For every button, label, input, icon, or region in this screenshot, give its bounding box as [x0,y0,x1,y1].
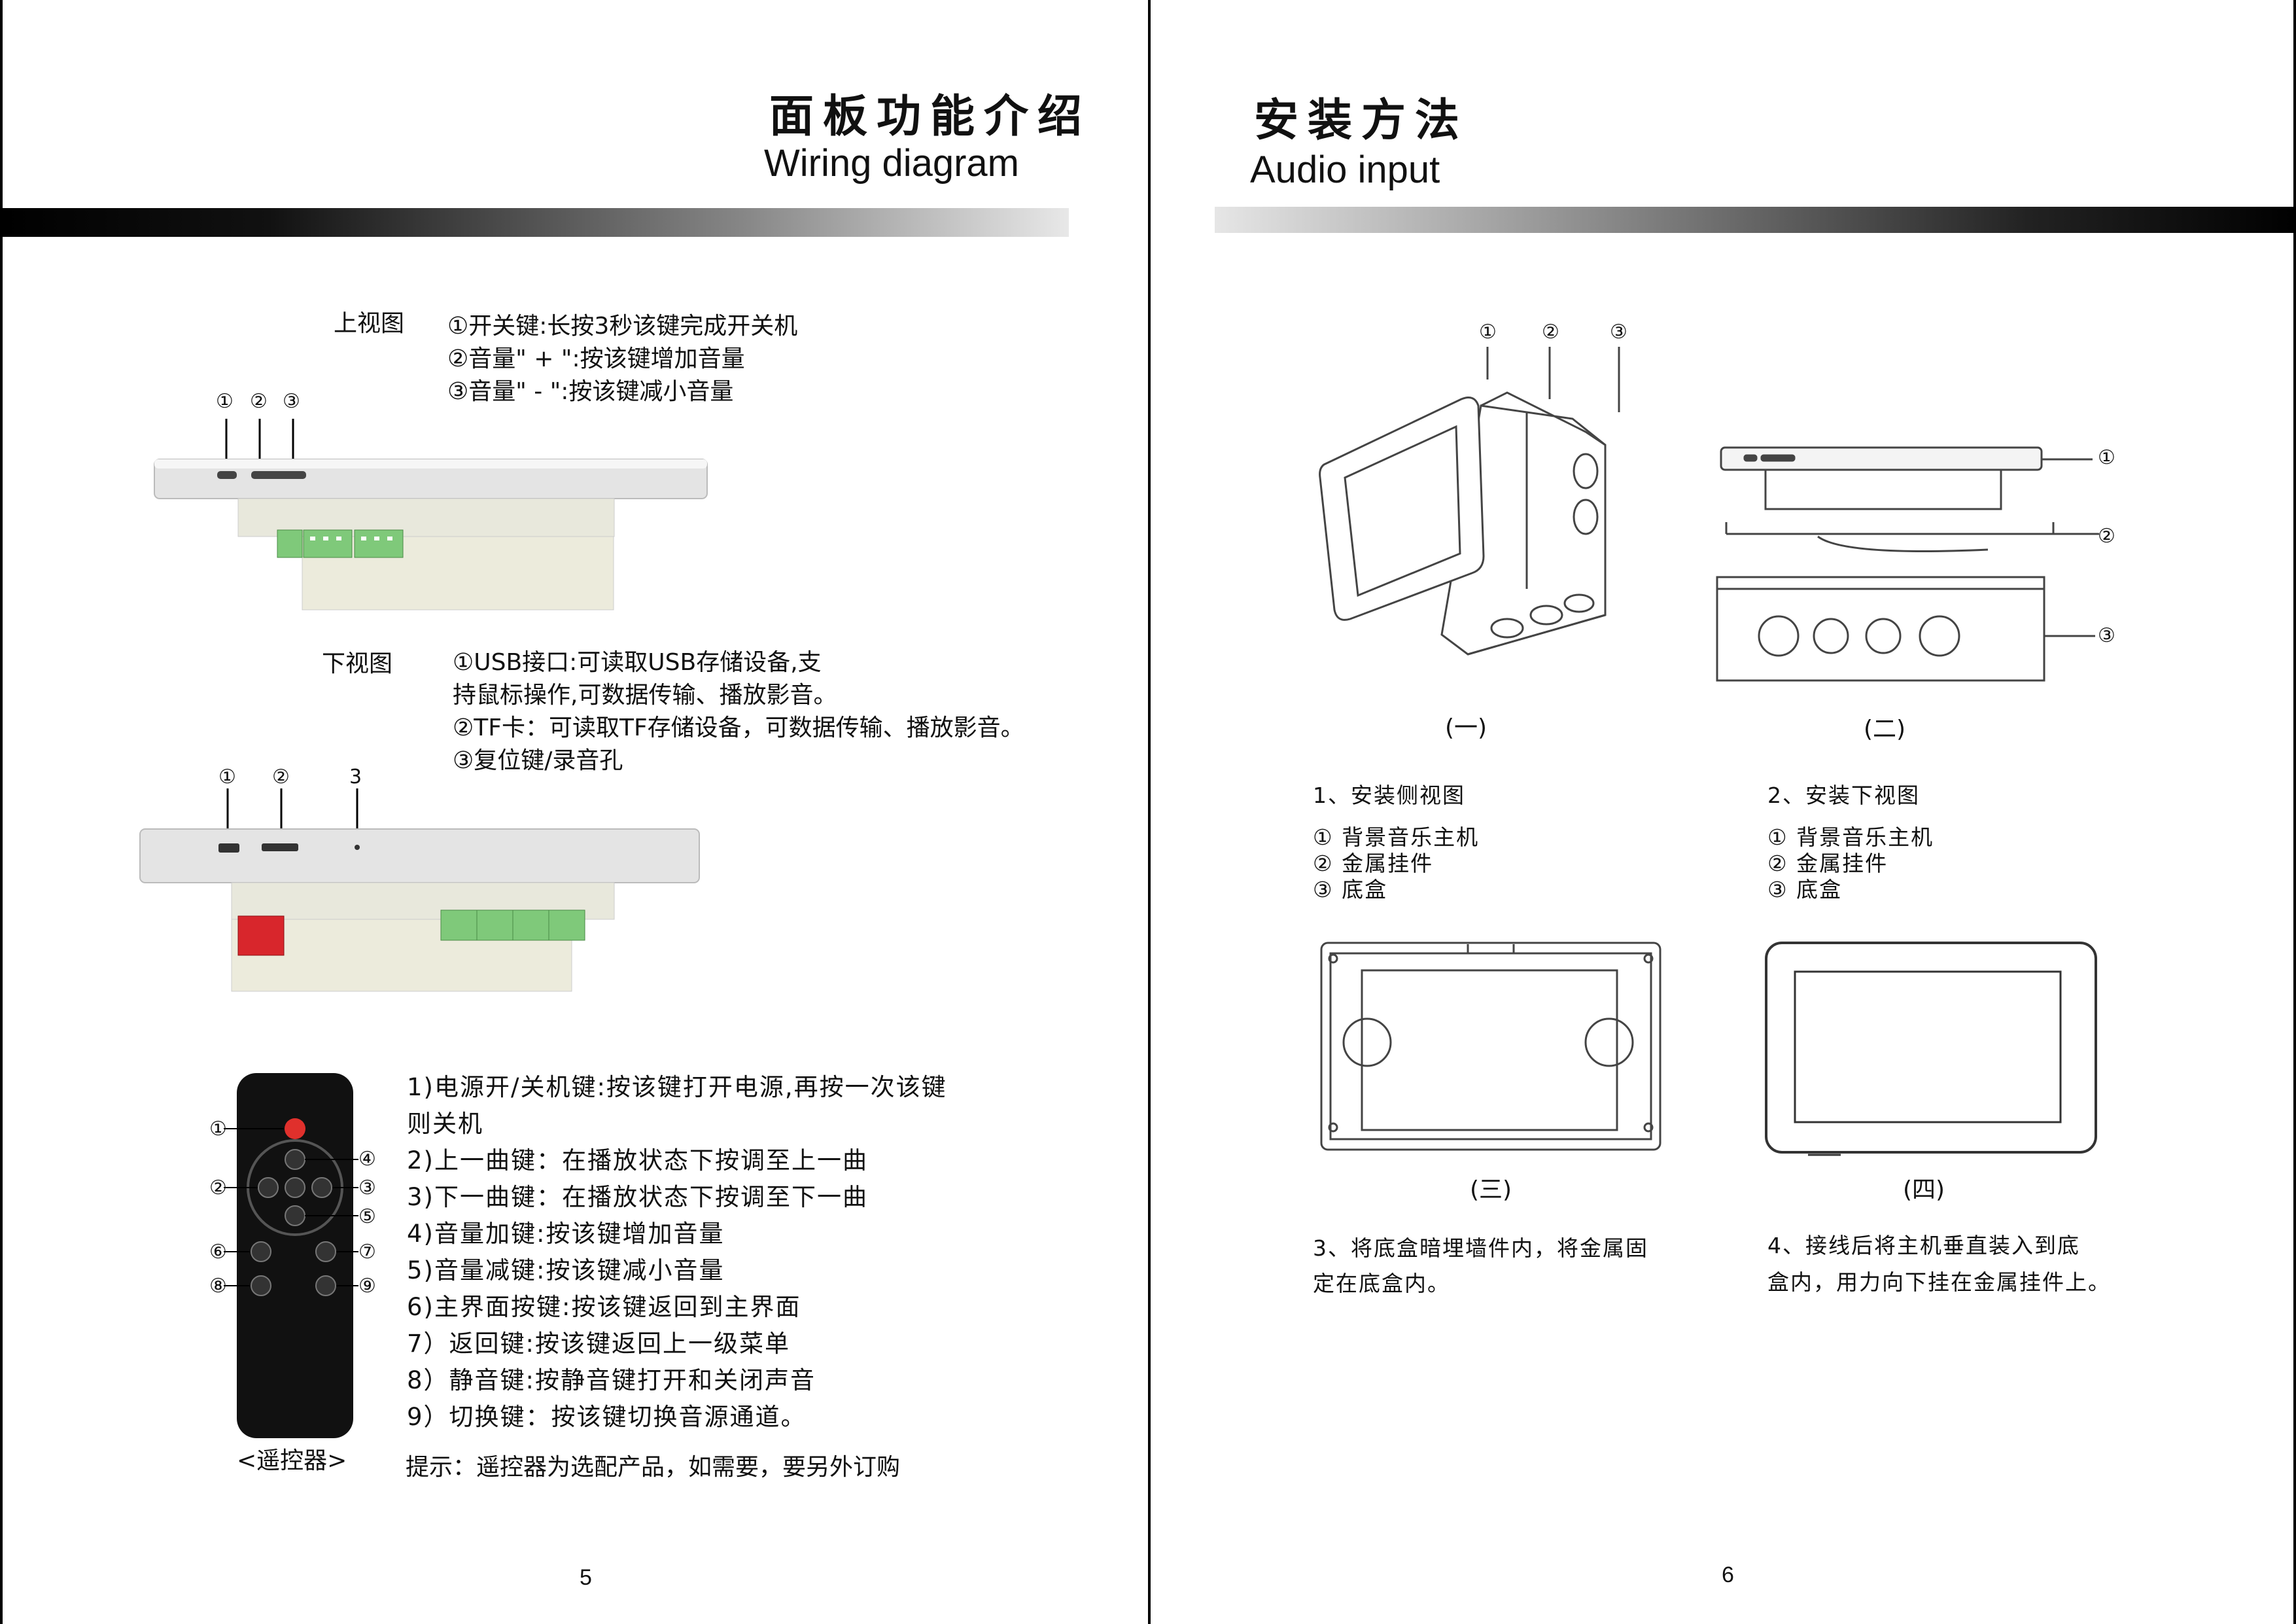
fig2-illustration [1716,446,2099,682]
right-title-cn: 安装方法 [1254,95,1469,147]
fig2-item-1: ① 背景音乐主机 [1767,824,1934,850]
remote-callout-1: ① [209,1118,227,1140]
fig4-caption: (四) [1903,1176,1945,1203]
remote-line-4: 3)下一曲键：在播放状态下按调至下一曲 [407,1183,868,1211]
remote-line-3: 2)上一曲键：在播放状态下按调至上一曲 [407,1146,868,1174]
fig2-callout-3: ③ [2098,624,2115,647]
fig3-line-2: 定在底盒内。 [1313,1271,1450,1296]
bottom-view-line-2: 持鼠标操作,可数据传输、播放影音。 [453,682,837,709]
fig1-callout-1: ① [1479,321,1497,344]
fig4-line-1: 4、接线后将主机垂直装入到底 [1767,1233,2080,1258]
fig2-heading: 2、安装下视图 [1767,783,1920,808]
fig4-line-2: 盒内，用力向下挂在金属挂件上。 [1767,1269,2111,1295]
fig1-illustration [1319,347,1620,656]
bottom-view-line-1: ①USB接口:可读取USB存储设备,支 [453,649,822,676]
remote-line-8: 7）返回键:按该键返回上一级菜单 [407,1330,791,1358]
remote-illustration [224,1073,358,1438]
top-callout-2: ② [250,390,268,413]
fig1-callout-3: ③ [1610,321,1627,344]
left-header-bar [3,208,1069,237]
bottom-view-label: 下视图 [322,650,393,677]
fig3-line-1: 3、将底盒暗埋墙件内，将金属固 [1313,1235,1648,1261]
fig1-item-1: ① 背景音乐主机 [1313,824,1480,850]
top-view-label: 上视图 [334,310,405,337]
remote-callout-4: ④ [358,1148,376,1171]
bottom-view-line-3: ②TF卡：可读取TF存储设备，可数据传输、播放影音。 [453,715,1024,741]
remote-callout-5: ⑤ [358,1205,376,1228]
bottom-view-illustration [139,788,700,992]
bottom-view-line-4: ③复位键/录音孔 [453,747,623,774]
fig3-illustration [1320,942,1661,1151]
remote-callout-8: ⑧ [209,1275,227,1297]
remote-line-7: 6)主界面按键:按该键返回到主界面 [407,1293,801,1321]
remote-callout-7: ⑦ [358,1241,376,1263]
remote-line-1: 1)电源开/关机键:按该键打开电源,再按一次该键 [407,1073,947,1101]
remote-callout-9: ⑨ [358,1275,376,1297]
fig2-callout-2: ② [2098,525,2115,548]
top-view-line-2: ②音量" + ":按该键增加音量 [447,345,745,372]
fig2-item-3: ③ 底盒 [1767,877,1843,902]
bottom-callout-3: 3 [349,766,362,788]
fig1-caption: (一) [1445,715,1487,741]
bottom-callout-1: ① [218,766,236,788]
top-view-line-1: ①开关键:长按3秒该键完成开关机 [447,313,798,340]
page-number-right: 6 [1722,1562,1734,1587]
fig1-item-3: ③ 底盒 [1313,877,1388,902]
remote-line-2: 则关机 [407,1110,483,1138]
remote-line-5: 4)音量加键:按该键增加音量 [407,1220,725,1248]
right-header-bar [1215,207,2296,233]
left-page: 面板功能介绍 Wiring diagram 上视图 ①开关键:长按3秒该键完成开… [0,0,1092,1624]
right-title-en: Audio input [1250,149,1440,191]
fig3-caption: (三) [1470,1176,1512,1203]
fig1-callout-2: ② [1542,321,1559,344]
top-view-illustration [154,419,708,610]
fig2-caption: (二) [1864,716,1906,743]
fig2-item-2: ② 金属挂件 [1767,851,1888,876]
page-number-left: 5 [580,1565,592,1590]
right-page: 安装方法 Audio input ① ② ③ (一) 1、安装侧视图 ① 背景音… [1148,0,2296,1624]
left-title-en: Wiring diagram [764,142,1019,185]
remote-line-9: 8）静音键:按静音键打开和关闭声音 [407,1366,816,1394]
bottom-callout-2: ② [272,766,290,788]
top-callout-3: ③ [283,390,300,413]
top-view-line-3: ③音量" - ":按该键减小音量 [447,378,734,405]
fig2-callout-1: ① [2098,446,2115,469]
fig1-item-2: ② 金属挂件 [1313,851,1434,876]
top-callout-1: ① [216,390,234,413]
remote-note: 提示：遥控器为选配产品，如需要，要另外订购 [406,1454,901,1481]
remote-callout-3: ③ [358,1176,376,1199]
remote-callout-6: ⑥ [209,1241,227,1263]
remote-callout-2: ② [209,1176,227,1199]
fig4-illustration [1765,942,2097,1156]
fig1-heading: 1、安装侧视图 [1313,783,1465,808]
left-title-cn: 面板功能介绍 [769,91,1092,143]
remote-caption: <遥控器> [237,1447,347,1474]
remote-line-6: 5)音量减键:按该键减小音量 [407,1256,725,1284]
remote-line-10: 9）切换键：按该键切换音源通道。 [407,1403,807,1431]
